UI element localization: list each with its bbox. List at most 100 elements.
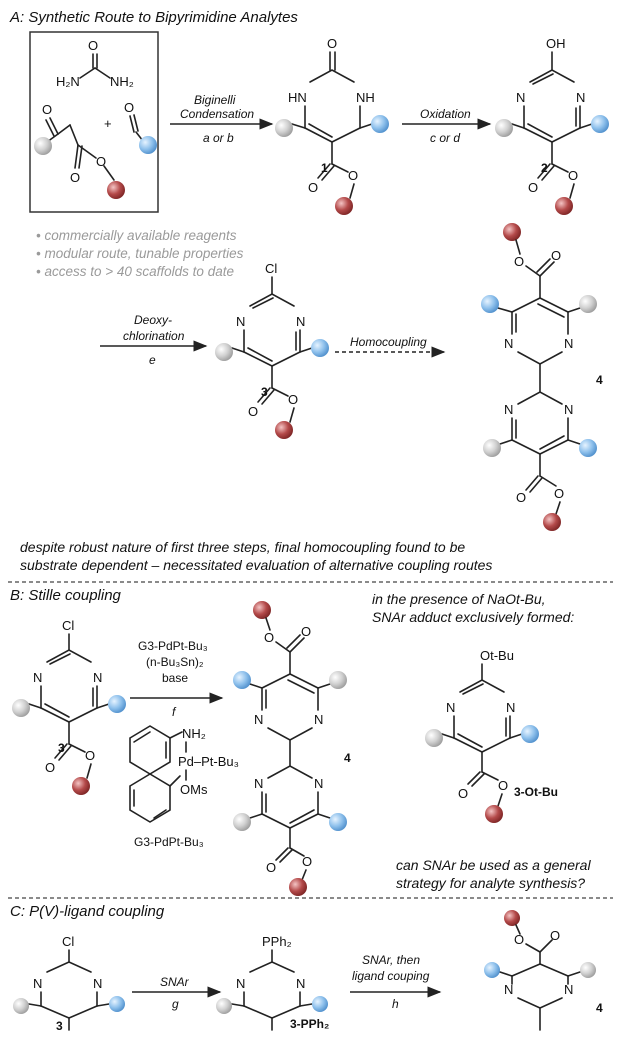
arrow-label: Condensation bbox=[180, 107, 254, 121]
compound-1: O HN NH O O 1 bbox=[275, 36, 389, 215]
grey-substituent bbox=[216, 998, 232, 1014]
red-substituent bbox=[503, 223, 521, 241]
atom-label: O bbox=[528, 180, 538, 195]
atom-label: HN bbox=[288, 90, 307, 105]
atom-label: N bbox=[296, 976, 305, 991]
plus-sign: + bbox=[104, 116, 112, 131]
atom-label: N bbox=[93, 670, 102, 685]
atom-label: O bbox=[516, 490, 526, 505]
compound-number: 2 bbox=[541, 161, 548, 175]
compound-number: 4 bbox=[596, 1001, 603, 1015]
atom-label: N bbox=[236, 976, 245, 991]
atom-label: N bbox=[564, 982, 573, 997]
atom-label: O bbox=[301, 624, 311, 639]
grey-substituent bbox=[495, 119, 513, 137]
arrow-label: base bbox=[162, 671, 188, 685]
atom-label: O bbox=[302, 854, 312, 869]
arrow-label: SNAr bbox=[160, 975, 190, 989]
compound-number: 4 bbox=[344, 751, 351, 765]
atom-label: PPh₂ bbox=[262, 934, 292, 949]
atom-label: N bbox=[236, 314, 245, 329]
arrow-label: Homocoupling bbox=[350, 335, 427, 349]
section-c-title: C: P(V)-ligand coupling bbox=[10, 903, 165, 920]
grey-substituent bbox=[13, 998, 29, 1014]
red-substituent bbox=[555, 197, 573, 215]
atom-label: Cl bbox=[62, 618, 74, 633]
red-substituent bbox=[275, 421, 293, 439]
arrow-condition: c or d bbox=[430, 131, 460, 145]
compound-3-c: Cl N N 3 bbox=[13, 934, 125, 1033]
arrow-condition: h bbox=[392, 997, 399, 1011]
atom-label: O bbox=[550, 928, 560, 943]
arrow-condition: f bbox=[172, 705, 177, 719]
atom-label: N bbox=[314, 776, 323, 791]
atom-label: OMs bbox=[180, 782, 208, 797]
compound-4-b: O O N N N N O O 4 bbox=[233, 601, 351, 896]
atom-label: O bbox=[554, 486, 564, 501]
atom-label: O bbox=[551, 248, 561, 263]
atom-label: N bbox=[254, 712, 263, 727]
compound-number: 4 bbox=[596, 373, 603, 387]
bullet-point: • modular route, tunable properties bbox=[36, 246, 244, 261]
atom-label: N bbox=[506, 700, 515, 715]
atom-label: N bbox=[564, 402, 573, 417]
atom-label: Ot-Bu bbox=[480, 648, 514, 663]
red-substituent bbox=[253, 601, 271, 619]
atom-label: Cl bbox=[62, 934, 74, 949]
atom-label: O bbox=[96, 154, 106, 169]
g3-catalyst: NH₂ Pd–Pt-Bu₃ OMs G3-PdPt-Bu₃ bbox=[129, 725, 239, 849]
blue-substituent bbox=[484, 962, 500, 978]
compound-3-b: Cl N N O O 3 bbox=[12, 618, 126, 795]
atom-label: N bbox=[33, 670, 42, 685]
compound-number: 1 bbox=[321, 161, 328, 175]
arrow-condition: a or b bbox=[203, 131, 234, 145]
compound-3-pph2: PPh₂ N N 3-PPh₂ bbox=[216, 934, 329, 1031]
grey-substituent bbox=[12, 699, 30, 717]
arrow-label: Oxidation bbox=[420, 107, 471, 121]
compound-number: 3 bbox=[58, 741, 65, 755]
atom-label: O bbox=[498, 778, 508, 793]
grey-substituent bbox=[329, 671, 347, 689]
arrow-label: chlorination bbox=[123, 329, 185, 343]
atom-label: O bbox=[327, 36, 337, 51]
blue-substituent bbox=[591, 115, 609, 133]
red-substituent bbox=[72, 777, 90, 795]
atom-label: NH₂ bbox=[182, 726, 206, 741]
grey-substituent bbox=[483, 439, 501, 457]
atom-label: O bbox=[568, 168, 578, 183]
atom-label: O bbox=[308, 180, 318, 195]
atom-label: O bbox=[288, 392, 298, 407]
arrow-label: Deoxy- bbox=[134, 313, 172, 327]
blue-substituent bbox=[481, 295, 499, 313]
arrow-label: Biginelli bbox=[194, 93, 236, 107]
section-a-title: A: Synthetic Route to Bipyrimidine Analy… bbox=[9, 9, 298, 26]
atom-label: O bbox=[458, 786, 468, 801]
atom-label: O bbox=[42, 102, 52, 117]
grey-substituent bbox=[233, 813, 251, 831]
arrow-condition: g bbox=[172, 997, 179, 1011]
atom-label: O bbox=[70, 170, 80, 185]
compound-4-c: O O N N 4 bbox=[484, 910, 603, 1031]
grey-substituent bbox=[215, 343, 233, 361]
atom-label: O bbox=[124, 100, 134, 115]
atom-label: O bbox=[45, 760, 55, 775]
atom-label: N bbox=[296, 314, 305, 329]
grey-substituent bbox=[579, 295, 597, 313]
blue-substituent bbox=[233, 671, 251, 689]
blue-substituent bbox=[579, 439, 597, 457]
atom-label: O bbox=[248, 404, 258, 419]
atom-label: N bbox=[504, 336, 513, 351]
compound-number: 3 bbox=[56, 1019, 63, 1033]
atom-label: N bbox=[516, 90, 525, 105]
atom-label: N bbox=[504, 402, 513, 417]
atom-label: N bbox=[93, 976, 102, 991]
red-substituent bbox=[289, 878, 307, 896]
atom-label: NH₂ bbox=[110, 74, 134, 89]
compound-2: OH N N O O 2 bbox=[495, 36, 609, 215]
atom-label: O bbox=[85, 748, 95, 763]
aldehyde: O bbox=[124, 100, 157, 154]
atom-label: N bbox=[504, 982, 513, 997]
atom-label: O bbox=[514, 932, 524, 947]
atom-label: NH bbox=[356, 90, 375, 105]
